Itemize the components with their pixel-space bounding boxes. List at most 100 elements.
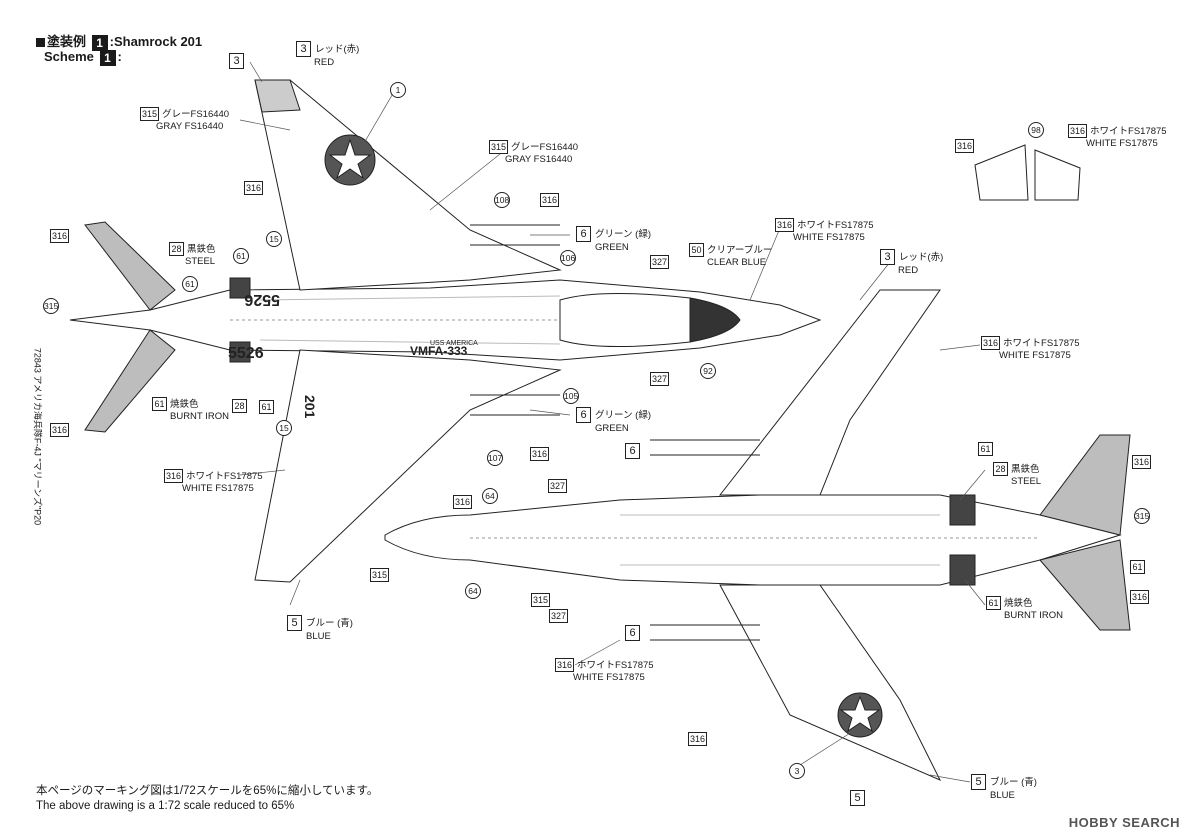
box-61e-num: 61 bbox=[1130, 560, 1145, 574]
callout-en: WHITE FS17875 bbox=[182, 483, 254, 494]
scheme-title: 塗装例 1:Shamrock 201 bbox=[36, 31, 202, 51]
callout-num: 61 bbox=[152, 397, 167, 411]
callout-circle-106: 106 bbox=[560, 250, 576, 266]
box-61d-num: 61 bbox=[978, 442, 993, 456]
callout-en: BURNT IRON bbox=[1004, 610, 1063, 621]
callout-jp: ホワイトFS17875 bbox=[1090, 126, 1167, 137]
box-327-num: 327 bbox=[650, 255, 670, 269]
callout-en: GREEN bbox=[595, 242, 629, 253]
box-316h: 316 bbox=[1132, 455, 1154, 469]
box-61c-num: 61 bbox=[259, 400, 274, 414]
top-view-aircraft bbox=[69, 79, 822, 583]
box-5b: 5 bbox=[850, 790, 869, 806]
scheme-title-en: Scheme 1: bbox=[44, 49, 122, 66]
callout-en: WHITE FS17875 bbox=[793, 232, 865, 243]
scheme-name: :Shamrock 201 bbox=[109, 34, 203, 49]
callout-circle-64b: 64 bbox=[465, 583, 481, 599]
callout-jp: グリーン (緑) bbox=[595, 410, 651, 421]
box-315c: 315 bbox=[370, 568, 392, 582]
callout-jp: クリアーブルー bbox=[707, 245, 773, 256]
callout-num: 6 bbox=[576, 226, 591, 242]
box-316i: 316 bbox=[1130, 590, 1152, 604]
scheme-label: Scheme bbox=[44, 49, 94, 64]
box-316e: 316 bbox=[530, 447, 552, 461]
box-6b-num: 6 bbox=[625, 625, 640, 641]
box-316f: 316 bbox=[453, 495, 475, 509]
box-316c-num: 316 bbox=[50, 423, 70, 437]
callout-num: 28 bbox=[993, 462, 1008, 476]
callout-green-top: 6 グリーン (緑) GREEN bbox=[576, 226, 651, 254]
box-6b: 6 bbox=[625, 625, 644, 641]
box-316b-num: 316 bbox=[50, 229, 70, 243]
callout-jp: ホワイトFS17875 bbox=[186, 471, 263, 482]
callout-num: 316 bbox=[555, 658, 575, 672]
callout-circle-3b: 3 bbox=[789, 763, 805, 779]
box-316b: 316 bbox=[50, 229, 72, 243]
box-316a-num: 316 bbox=[244, 181, 264, 195]
callout-num: 6 bbox=[576, 407, 591, 423]
box-316g-num: 316 bbox=[688, 732, 708, 746]
callout-red-top: 3 レッド(赤) RED bbox=[296, 41, 359, 69]
callout-circle-92: 92 bbox=[700, 363, 716, 379]
callout-en: WHITE FS17875 bbox=[573, 672, 645, 683]
callout-jp: グレーFS16440 bbox=[511, 142, 579, 153]
callout-num: 315 bbox=[140, 107, 160, 121]
carrier-marking: USS AMERICA bbox=[430, 340, 478, 347]
callout-en: BURNT IRON bbox=[170, 411, 229, 422]
callout-num: 50 bbox=[689, 243, 704, 257]
box-61d: 61 bbox=[978, 442, 996, 456]
box-28b: 28 bbox=[232, 399, 250, 413]
box-5b-num: 5 bbox=[850, 790, 865, 806]
callout-jp: 焼鉄色 bbox=[1004, 598, 1033, 609]
callout-jp: レッド(赤) bbox=[315, 44, 360, 55]
callout-en: BLUE bbox=[306, 631, 331, 642]
box-316e-num: 316 bbox=[530, 447, 550, 461]
scheme-number-badge-2: 1 bbox=[99, 49, 116, 66]
squadron-marking: VMFA-333 bbox=[410, 344, 468, 358]
nose-number-bottom: 201 bbox=[302, 395, 318, 419]
box-316h-num: 316 bbox=[1132, 455, 1152, 469]
callout-jp: ホワイトFS17875 bbox=[1003, 338, 1080, 349]
callout-jp: ホワイトFS17875 bbox=[797, 220, 874, 231]
callout-circle-108: 108 bbox=[494, 192, 510, 208]
box-327d-num: 327 bbox=[549, 609, 569, 623]
box-3: 3 bbox=[229, 53, 248, 69]
callout-num: 5 bbox=[971, 774, 986, 790]
tail-code-top: 5526 bbox=[244, 291, 280, 308]
callout-en: STEEL bbox=[1011, 476, 1042, 487]
callout-circle-61: 61 bbox=[182, 276, 198, 292]
callout-circle-105: 105 bbox=[563, 388, 579, 404]
box-315d: 315 bbox=[531, 593, 553, 607]
callout-en: GRAY FS16440 bbox=[156, 121, 224, 132]
callout-en: RED bbox=[898, 265, 919, 276]
callout-en: RED bbox=[314, 57, 335, 68]
scale-note-en: The above drawing is a 1:72 scale reduce… bbox=[36, 800, 295, 812]
callout-circle-61b: 61 bbox=[233, 248, 249, 264]
callout-num: 3 bbox=[296, 41, 311, 57]
box-315c-num: 315 bbox=[370, 568, 390, 582]
bottom-view-aircraft bbox=[384, 289, 1131, 782]
box-316d-num: 316 bbox=[540, 193, 560, 207]
callout-jp: ブルー (青) bbox=[990, 777, 1037, 788]
tail-code-bottom: 5526 bbox=[228, 345, 264, 362]
callout-en: STEEL bbox=[185, 256, 216, 267]
callout-jp: ホワイトFS17875 bbox=[577, 660, 654, 671]
callout-jp: グリーン (緑) bbox=[595, 229, 651, 240]
callout-en: WHITE FS17875 bbox=[1086, 138, 1158, 149]
callout-en: WHITE FS17875 bbox=[999, 350, 1071, 361]
scheme-colon: : bbox=[117, 49, 122, 64]
callout-circle-64: 64 bbox=[482, 488, 498, 504]
logo-text: HOBBY SEARCH bbox=[1068, 815, 1180, 830]
scale-note-jp: 本ページのマーキング図は1/72スケールを65%に縮小しています。 bbox=[36, 785, 379, 797]
box-6-num: 6 bbox=[625, 443, 640, 459]
box-327d: 327 bbox=[549, 609, 571, 623]
scheme-number-badge: 1 bbox=[91, 34, 108, 51]
box-28b-num: 28 bbox=[232, 399, 247, 413]
